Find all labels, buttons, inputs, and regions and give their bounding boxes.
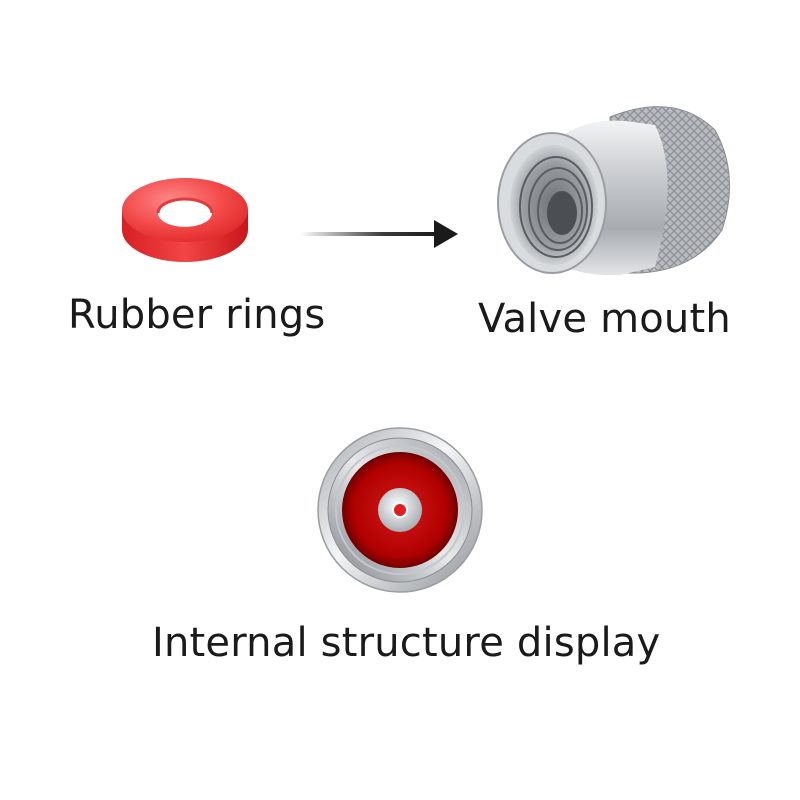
- valve-cap-icon: [497, 106, 730, 276]
- arrow-icon: [300, 220, 458, 248]
- rubber-rings-label: Rubber rings: [68, 292, 326, 338]
- internal-structure-icon: [317, 427, 483, 593]
- rubber-ring-icon: [122, 178, 248, 262]
- valve-mouth-label: Valve mouth: [478, 296, 731, 342]
- internal-structure-label: Internal structure display: [152, 620, 661, 666]
